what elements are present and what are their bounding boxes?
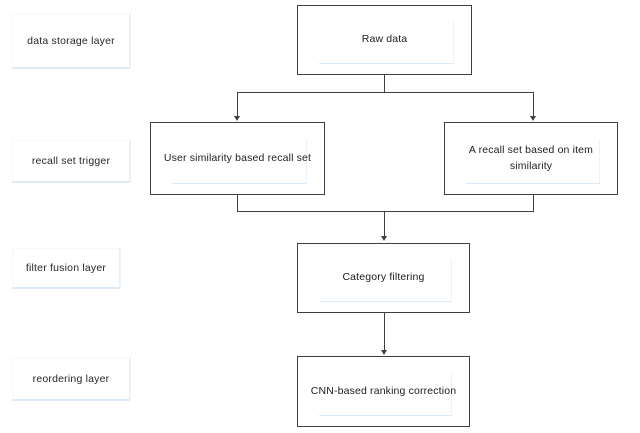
layer-label-text: recall set trigger [31, 155, 111, 167]
edge-split-left-drop [237, 92, 239, 117]
edge-rawdata-stem [384, 75, 386, 93]
edge-split-bus [237, 92, 534, 94]
edge-merge-bus [237, 211, 534, 213]
layer-label-recall-set-trigger: recall set trigger [12, 140, 130, 182]
edge-item-recall-stem [533, 195, 535, 212]
arrow-into-category-filtering [381, 236, 387, 241]
node-label: Raw data [361, 33, 408, 46]
arrow-into-user-similarity-recall [234, 116, 240, 121]
layer-label-filter-fusion: filter fusion layer [12, 248, 120, 288]
edge-user-recall-stem [237, 195, 239, 212]
edge-merge-drop [384, 211, 386, 237]
node-label: User similarity based recall set [163, 151, 312, 164]
node-item-similarity-recall[interactable]: A recall set based on item similarity [444, 122, 618, 195]
arrow-into-item-similarity-recall [530, 116, 536, 121]
layer-label-text: reordering layer [32, 372, 110, 385]
node-raw-data[interactable]: Raw data [297, 5, 472, 75]
layer-label-text: filter fusion layer [25, 262, 107, 274]
layer-label-text: data storage layer [27, 34, 115, 47]
node-category-filtering[interactable]: Category filtering [297, 243, 470, 313]
layer-label-data-storage: data storage layer [12, 13, 130, 68]
edge-category-to-cnn [384, 313, 386, 351]
node-user-similarity-recall[interactable]: User similarity based recall set [150, 122, 325, 195]
node-cnn-ranking-correction[interactable]: CNN-based ranking correction [297, 356, 470, 427]
layer-label-reordering: reordering layer [12, 357, 130, 400]
node-label: Category filtering [342, 271, 425, 284]
node-label: A recall set based on item similarity [468, 144, 594, 172]
node-label: CNN-based ranking correction [310, 384, 457, 397]
arrow-into-cnn-ranking-correction [381, 350, 387, 355]
edge-split-right-drop [533, 92, 535, 117]
